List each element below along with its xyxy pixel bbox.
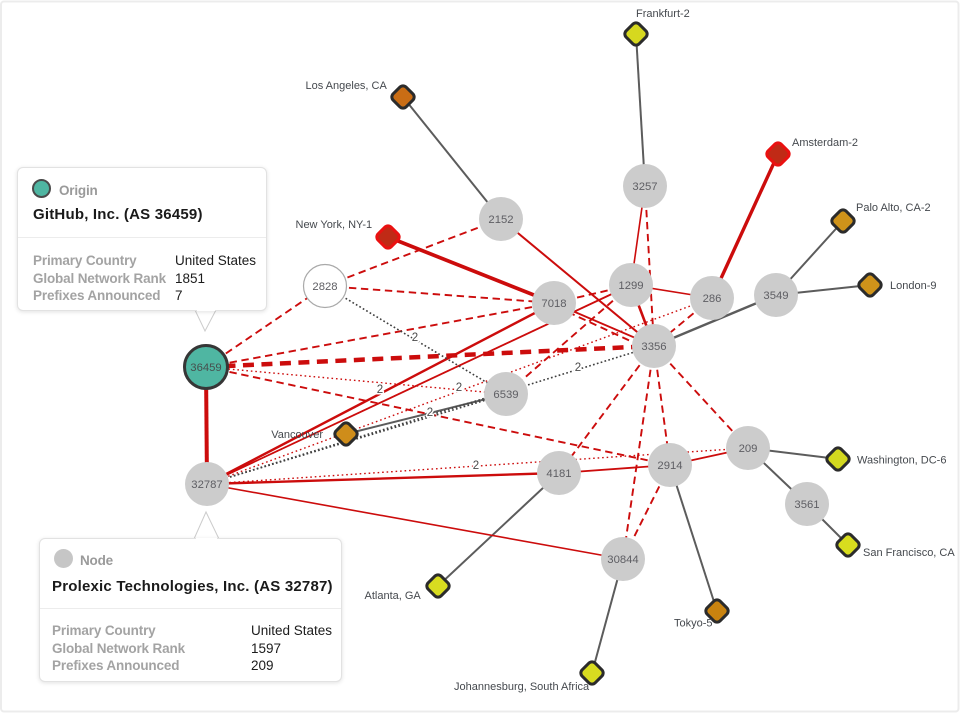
svg-text:286: 286	[703, 293, 722, 305]
svg-text:3561: 3561	[794, 499, 819, 511]
svg-text:2914: 2914	[657, 460, 682, 472]
svg-text:2: 2	[412, 332, 418, 344]
svg-text:Washington, DC-6: Washington, DC-6	[857, 455, 946, 467]
svg-text:6539: 6539	[493, 389, 518, 401]
svg-text:Vancouver: Vancouver	[271, 429, 323, 441]
svg-text:32787: 32787	[191, 479, 222, 491]
svg-text:London-9: London-9	[890, 280, 937, 292]
svg-text:Atlanta, GA: Atlanta, GA	[365, 590, 422, 602]
svg-text:30844: 30844	[607, 554, 638, 566]
svg-text:2152: 2152	[488, 214, 513, 226]
svg-text:2: 2	[377, 384, 383, 396]
svg-text:Tokyo-5: Tokyo-5	[674, 618, 713, 630]
svg-text:3356: 3356	[641, 341, 666, 353]
svg-text:7018: 7018	[541, 298, 566, 310]
svg-text:2: 2	[456, 382, 462, 394]
svg-text:1299: 1299	[618, 280, 643, 292]
svg-text:Los Angeles, CA: Los Angeles, CA	[306, 80, 388, 92]
svg-text:San Francisco, CA: San Francisco, CA	[863, 547, 955, 559]
svg-text:2: 2	[473, 460, 479, 472]
svg-text:3257: 3257	[632, 181, 657, 193]
svg-text:Palo Alto, CA-2: Palo Alto, CA-2	[856, 202, 931, 214]
svg-text:4181: 4181	[546, 468, 571, 480]
svg-text:Amsterdam-2: Amsterdam-2	[792, 137, 858, 149]
svg-text:2828: 2828	[312, 281, 337, 293]
svg-text:209: 209	[739, 443, 758, 455]
svg-text:Frankfurt-2: Frankfurt-2	[636, 8, 690, 20]
svg-text:2: 2	[427, 407, 433, 419]
svg-text:2: 2	[575, 362, 581, 374]
svg-text:New York, NY-1: New York, NY-1	[296, 219, 373, 231]
svg-text:3549: 3549	[763, 290, 788, 302]
svg-text:36459: 36459	[190, 362, 221, 374]
svg-text:Johannesburg, South Africa: Johannesburg, South Africa	[454, 681, 590, 693]
